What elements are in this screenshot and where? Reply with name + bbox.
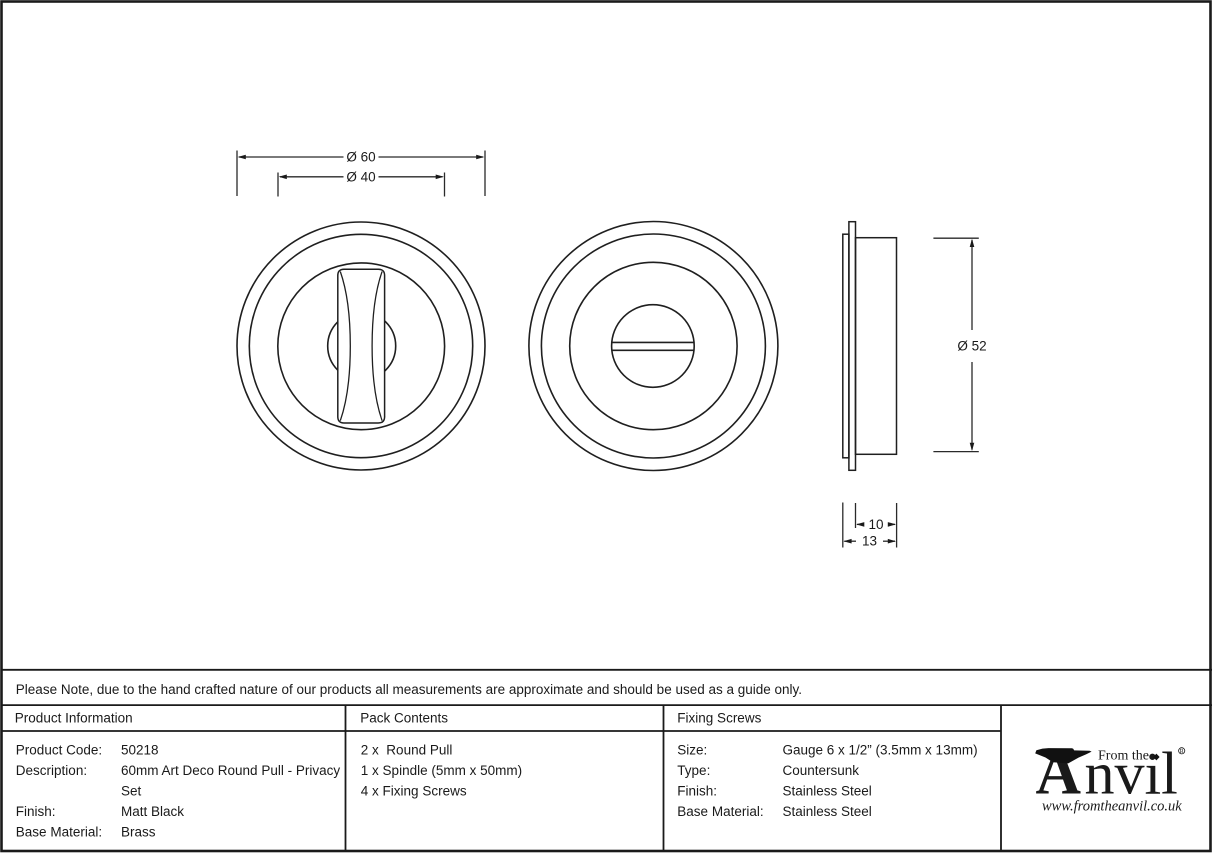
svg-text:Set: Set	[121, 783, 142, 798]
svg-text:Product Code:: Product Code:	[16, 742, 102, 757]
svg-text:10: 10	[868, 517, 883, 532]
svg-text:Pack Contents: Pack Contents	[360, 711, 448, 726]
svg-text:Matt Black: Matt Black	[121, 804, 184, 819]
svg-text:www.fromtheanvil.co.uk: www.fromtheanvil.co.uk	[1042, 799, 1182, 815]
svg-text:Product Information: Product Information	[15, 711, 133, 726]
svg-text:Ø 60: Ø 60	[346, 150, 375, 165]
svg-text:Countersunk: Countersunk	[783, 763, 860, 778]
svg-text:1 x Spindle (5mm x 50mm): 1 x Spindle (5mm x 50mm)	[361, 763, 522, 778]
svg-text:Base Material:: Base Material:	[16, 824, 102, 839]
svg-text:4 x Fixing Screws: 4 x Fixing Screws	[361, 783, 467, 798]
svg-text:Finish:: Finish:	[677, 783, 717, 798]
svg-text:Ø 40: Ø 40	[346, 169, 375, 184]
svg-text:Gauge 6 x 1/2” (3.5mm x 13mm): Gauge 6 x 1/2” (3.5mm x 13mm)	[783, 742, 978, 757]
svg-text:Size:: Size:	[677, 742, 707, 757]
svg-text:13: 13	[862, 534, 877, 549]
svg-text:nvil: nvil	[1085, 741, 1178, 807]
svg-text:Stainless Steel: Stainless Steel	[783, 804, 872, 819]
svg-text:Fixing Screws: Fixing Screws	[677, 711, 761, 726]
svg-text:50218: 50218	[121, 742, 159, 757]
svg-text:Ø 52: Ø 52	[957, 339, 986, 354]
svg-text:From the: From the	[1098, 749, 1149, 764]
svg-text:2 x Round Pull: 2 x Round Pull	[361, 742, 453, 757]
svg-text:Brass: Brass	[121, 824, 156, 839]
svg-text:A: A	[1036, 738, 1082, 808]
svg-text:Please Note, due to the hand c: Please Note, due to the hand crafted nat…	[16, 682, 802, 697]
svg-text:Finish:: Finish:	[16, 804, 56, 819]
svg-text:Type:: Type:	[677, 763, 710, 778]
svg-text:Base Material:: Base Material:	[677, 804, 763, 819]
svg-text:Stainless Steel: Stainless Steel	[783, 783, 872, 798]
svg-text:Description:: Description:	[16, 763, 87, 778]
svg-text:R: R	[1180, 749, 1184, 755]
svg-text:60mm Art Deco Round Pull - Pri: 60mm Art Deco Round Pull - Privacy	[121, 763, 340, 778]
